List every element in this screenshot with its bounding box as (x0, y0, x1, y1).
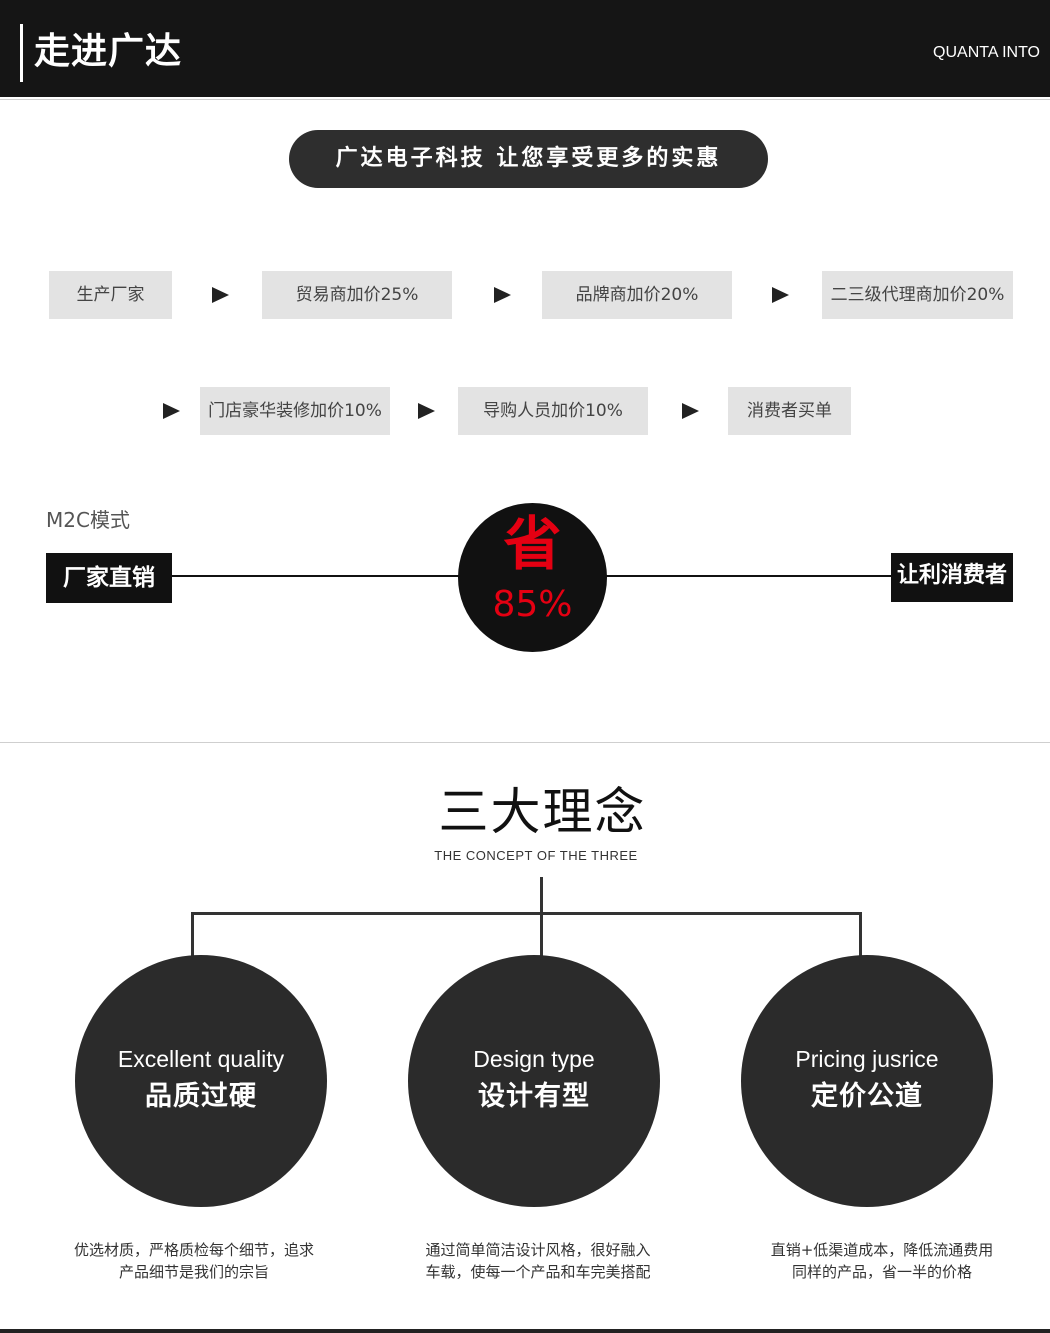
arrow-right-icon (163, 403, 180, 419)
concept-subtitle: THE CONCEPT OF THE THREE (434, 848, 638, 863)
save-text: 省 (503, 510, 562, 578)
concept-desc-design: 通过简单简洁设计风格，很好融入 车载，使每一个产品和车完美搭配 (393, 1239, 683, 1283)
flow-step-manufacturer: 生产厂家 (49, 271, 172, 319)
tree-branch-line (191, 912, 862, 915)
flow-step-brand: 品牌商加价20% (542, 271, 732, 319)
concept-desc-pricing: 直销+低渠道成本，降低流通费用 同样的产品，省一半的价格 (737, 1239, 1027, 1283)
arrow-right-icon (418, 403, 435, 419)
concept-title: 三大理念 (438, 783, 647, 841)
m2c-line-left (170, 575, 462, 577)
save-percent: 85% (492, 584, 573, 625)
concept-cn-label: 设计有型 (478, 1081, 590, 1112)
desc-line: 同样的产品，省一半的价格 (791, 1263, 972, 1281)
header-accent-bar (20, 24, 23, 82)
desc-line: 优选材质，严格质检每个细节，追求 (73, 1241, 314, 1259)
concept-circle-quality: Excellent quality 品质过硬 (75, 955, 327, 1207)
flow-step-store: 门店豪华装修加价10% (200, 387, 390, 435)
header-subtitle: QUANTA INTO (933, 44, 1040, 61)
header-divider (0, 99, 1050, 100)
consumer-benefit-box: 让利消费者 (891, 553, 1013, 602)
arrow-right-icon (682, 403, 699, 419)
desc-line: 车载，使每一个产品和车完美搭配 (425, 1263, 651, 1281)
m2c-line-right (604, 575, 894, 577)
header-banner: 走进广达 QUANTA INTO (0, 0, 1050, 97)
flow-step-sales-staff: 导购人员加价10% (458, 387, 648, 435)
direct-sale-box: 厂家直销 (46, 553, 172, 603)
desc-line: 产品细节是我们的宗旨 (118, 1263, 269, 1281)
concept-circle-pricing: Pricing jusrice 定价公道 (741, 955, 993, 1207)
m2c-label: M2C模式 (46, 508, 130, 532)
desc-line: 通过简单简洁设计风格，很好融入 (425, 1241, 651, 1259)
concept-cn-label: 定价公道 (811, 1081, 923, 1112)
concept-en-label: Excellent quality (117, 1046, 285, 1072)
tree-branch-left (191, 912, 194, 957)
flow-step-trader: 贸易商加价25% (262, 271, 452, 319)
flow-step-agent: 二三级代理商加价20% (822, 271, 1013, 319)
slogan-pill: 广达电子科技 让您享受更多的实惠 (289, 130, 768, 188)
concept-desc-quality: 优选材质，严格质检每个细节，追求 产品细节是我们的宗旨 (49, 1239, 339, 1283)
desc-line: 直销+低渠道成本，降低流通费用 (770, 1241, 994, 1259)
savings-circle: 省 85% (458, 503, 607, 652)
arrow-right-icon (212, 287, 229, 303)
tree-branch-right (859, 912, 862, 957)
bottom-border (0, 1329, 1050, 1333)
flow-step-consumer: 消费者买单 (728, 387, 851, 435)
arrow-right-icon (772, 287, 789, 303)
tree-trunk-line (540, 877, 543, 957)
concept-circle-design: Design type 设计有型 (408, 955, 660, 1207)
section-divider (0, 742, 1050, 743)
concept-en-label: Pricing jusrice (795, 1046, 939, 1072)
concept-en-label: Design type (473, 1046, 595, 1072)
arrow-right-icon (494, 287, 511, 303)
page-title: 走进广达 (34, 31, 183, 72)
concept-cn-label: 品质过硬 (145, 1081, 257, 1112)
